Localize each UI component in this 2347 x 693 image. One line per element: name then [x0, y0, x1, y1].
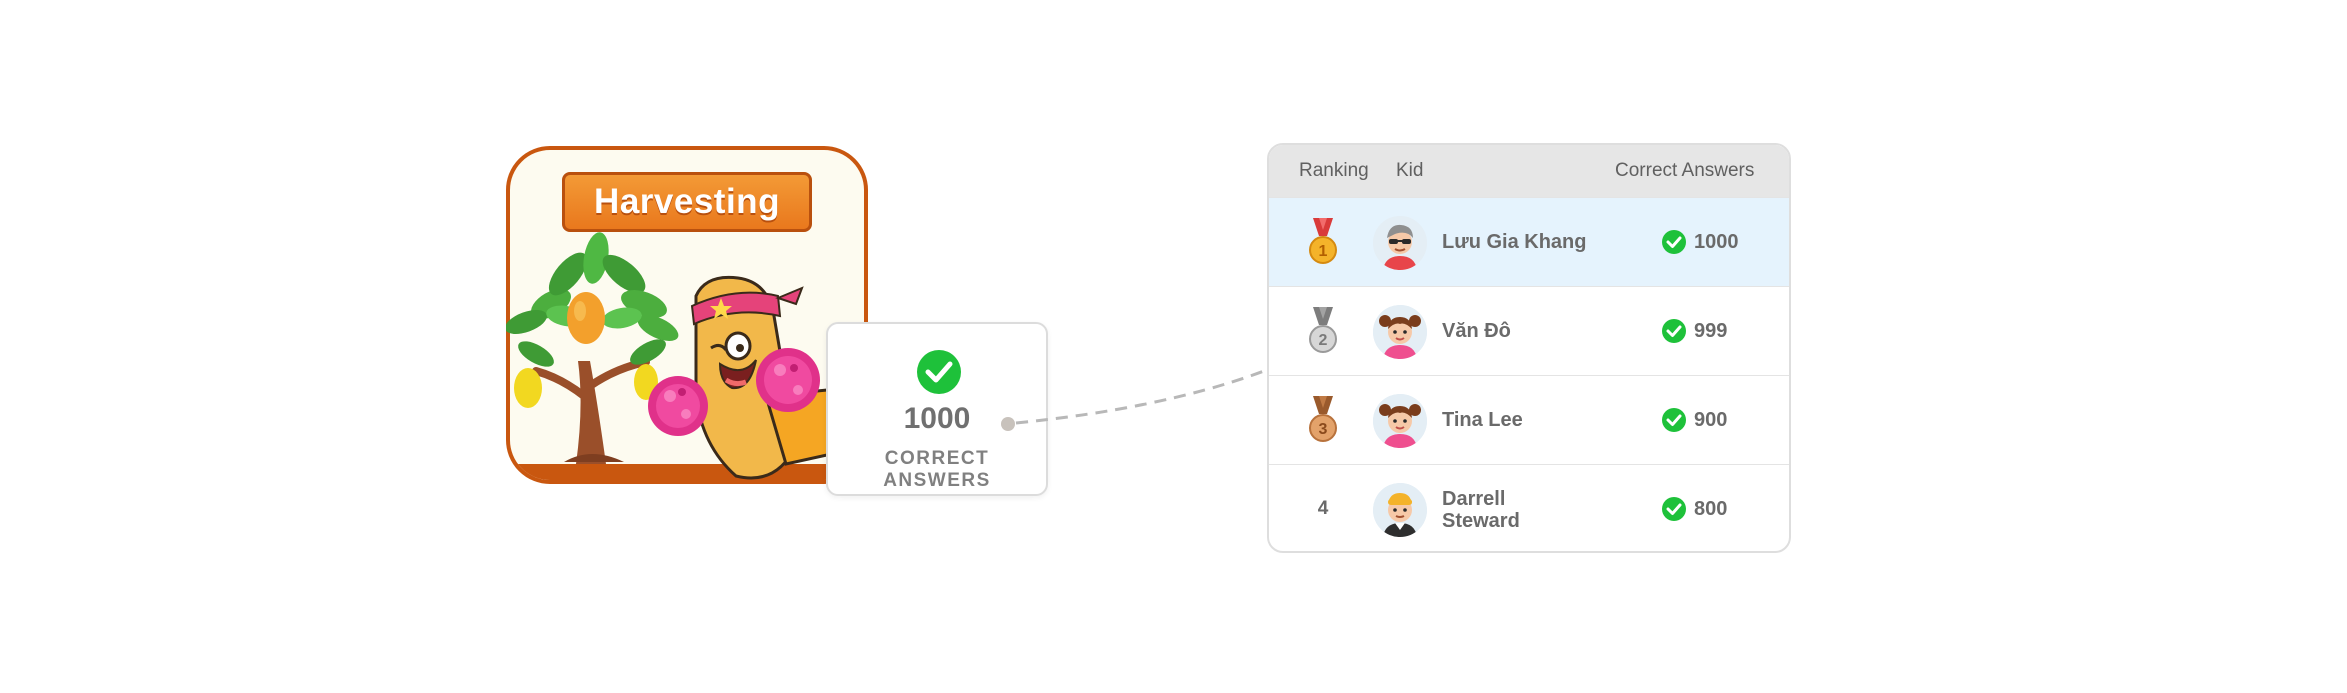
- leaderboard-table: Ranking Kid Correct Answers 1 Lưu Gia Kh…: [1267, 143, 1791, 553]
- answers-cell: 1000: [1662, 230, 1739, 254]
- answers-value: 999: [1694, 319, 1728, 342]
- answers-value: 900: [1694, 408, 1728, 431]
- kid-name: Darrell Steward: [1442, 488, 1520, 532]
- cheering-mascot-icon: [648, 275, 868, 480]
- gold-medal-icon: 1: [1309, 218, 1337, 264]
- kid-name: Lưu Gia Khang: [1442, 231, 1587, 253]
- leaderboard-header: Ranking Kid Correct Answers: [1269, 145, 1789, 197]
- kid-name-line2: Steward: [1442, 510, 1520, 532]
- silver-medal-icon: 2: [1309, 307, 1337, 353]
- score-label: CORRECT ANSWERS: [883, 448, 991, 491]
- svg-text:2: 2: [1319, 332, 1328, 349]
- check-circle-icon: [1662, 319, 1686, 343]
- kid-name: Tina Lee: [1442, 409, 1523, 431]
- score-value: 1000: [903, 402, 971, 435]
- score-popup: 1000 CORRECT ANSWERS: [826, 322, 1048, 496]
- table-row[interactable]: 4 Darrell Steward 800: [1269, 464, 1789, 551]
- harvest-illustration: [506, 232, 868, 480]
- svg-text:3: 3: [1319, 421, 1328, 438]
- answers-value: 800: [1694, 497, 1728, 520]
- kid-name: Văn Đô: [1442, 320, 1511, 342]
- avatar: [1373, 483, 1427, 537]
- rank-number: 4: [1317, 498, 1329, 519]
- check-circle-icon: [1662, 230, 1686, 254]
- avatar: [1373, 394, 1427, 448]
- avatar: [1373, 216, 1427, 270]
- answers-cell: 900: [1662, 408, 1727, 432]
- table-row[interactable]: 3 Tina Lee 900: [1269, 375, 1789, 464]
- kid-name-line1: Darrell: [1442, 488, 1506, 510]
- table-row[interactable]: 2 Văn Đô 999: [1269, 286, 1789, 375]
- header-ranking: Ranking: [1299, 160, 1369, 181]
- bronze-medal-icon: 3: [1309, 396, 1337, 442]
- game-title: Harvesting: [562, 172, 812, 232]
- avatar: [1373, 305, 1427, 359]
- check-circle-icon: [1662, 497, 1686, 521]
- header-kid: Kid: [1396, 160, 1424, 181]
- header-correct-answers: Correct Answers: [1615, 160, 1755, 181]
- answers-value: 1000: [1694, 230, 1739, 253]
- answers-cell: 999: [1662, 319, 1727, 343]
- table-row[interactable]: 1 Lưu Gia Khang 1000: [1269, 197, 1789, 286]
- svg-text:1: 1: [1319, 243, 1328, 260]
- answers-cell: 800: [1662, 497, 1727, 521]
- check-circle-icon: [917, 350, 961, 394]
- check-circle-icon: [1662, 408, 1686, 432]
- mango-tree-icon: [506, 232, 679, 464]
